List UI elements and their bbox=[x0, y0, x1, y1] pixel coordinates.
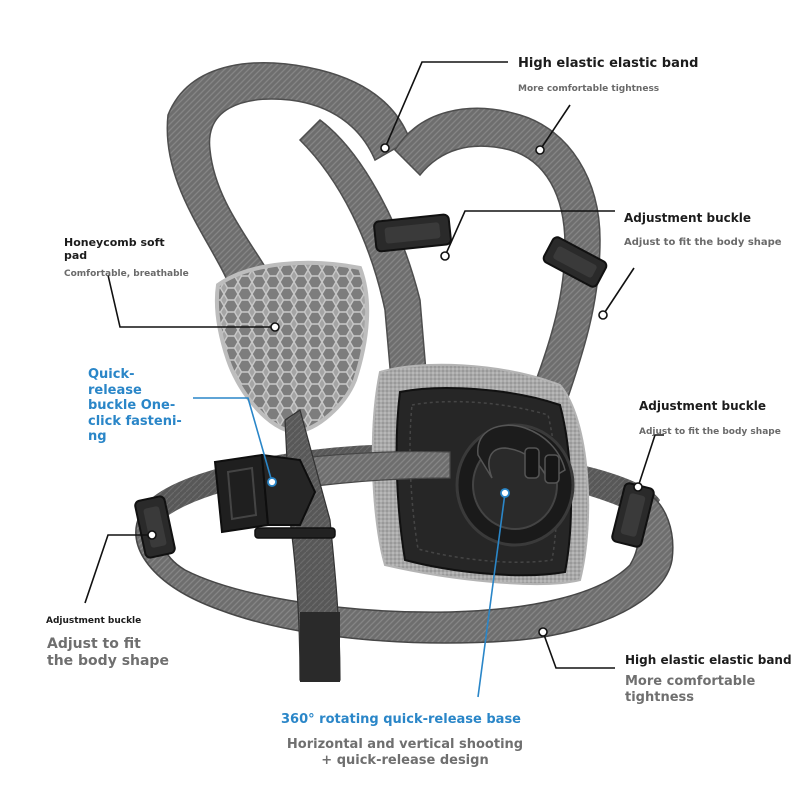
leader-lines-blue bbox=[193, 397, 506, 698]
adjustment-buckle-top-right bbox=[542, 236, 608, 288]
buckle-right-title: Adjustment buckle bbox=[639, 399, 766, 413]
adjustment-buckle-top-left bbox=[373, 213, 452, 253]
elastic-band-top-title: High elastic elastic band bbox=[518, 56, 699, 71]
buckle-left-subtitle: Adjust to fit the body shape bbox=[47, 636, 169, 669]
elastic-band-top-subtitle: More comfortable tightness bbox=[518, 84, 660, 94]
pad-title: Honeycomb soft pad bbox=[64, 236, 165, 263]
elastic-band-bottom-subtitle: More comfortable tightness bbox=[625, 674, 756, 705]
buckle-right-subtitle: Adjust to fit the body shape bbox=[639, 427, 781, 437]
honeycomb-pad bbox=[214, 260, 370, 435]
quick-release-title: Quick- release buckle One- click fasteni… bbox=[88, 367, 182, 445]
pad-subtitle: Comfortable, breathable bbox=[64, 269, 189, 279]
base-title: 360° rotating quick-release base bbox=[281, 712, 521, 727]
waist-strap-front bbox=[135, 494, 674, 644]
buckle-top-title: Adjustment buckle bbox=[624, 211, 751, 225]
buckle-left-title: Adjustment buckle bbox=[46, 616, 142, 626]
buckle-top-subtitle: Adjust to fit the body shape bbox=[624, 237, 782, 248]
leader-dots bbox=[147, 143, 643, 637]
quick-release-buckle bbox=[213, 453, 336, 539]
base-subtitle: Horizontal and vertical shooting + quick… bbox=[286, 737, 524, 768]
leader-lines bbox=[84, 61, 664, 669]
leader-dots-blue bbox=[267, 477, 510, 498]
elastic-band-bottom-title: High elastic elastic band bbox=[625, 653, 792, 667]
